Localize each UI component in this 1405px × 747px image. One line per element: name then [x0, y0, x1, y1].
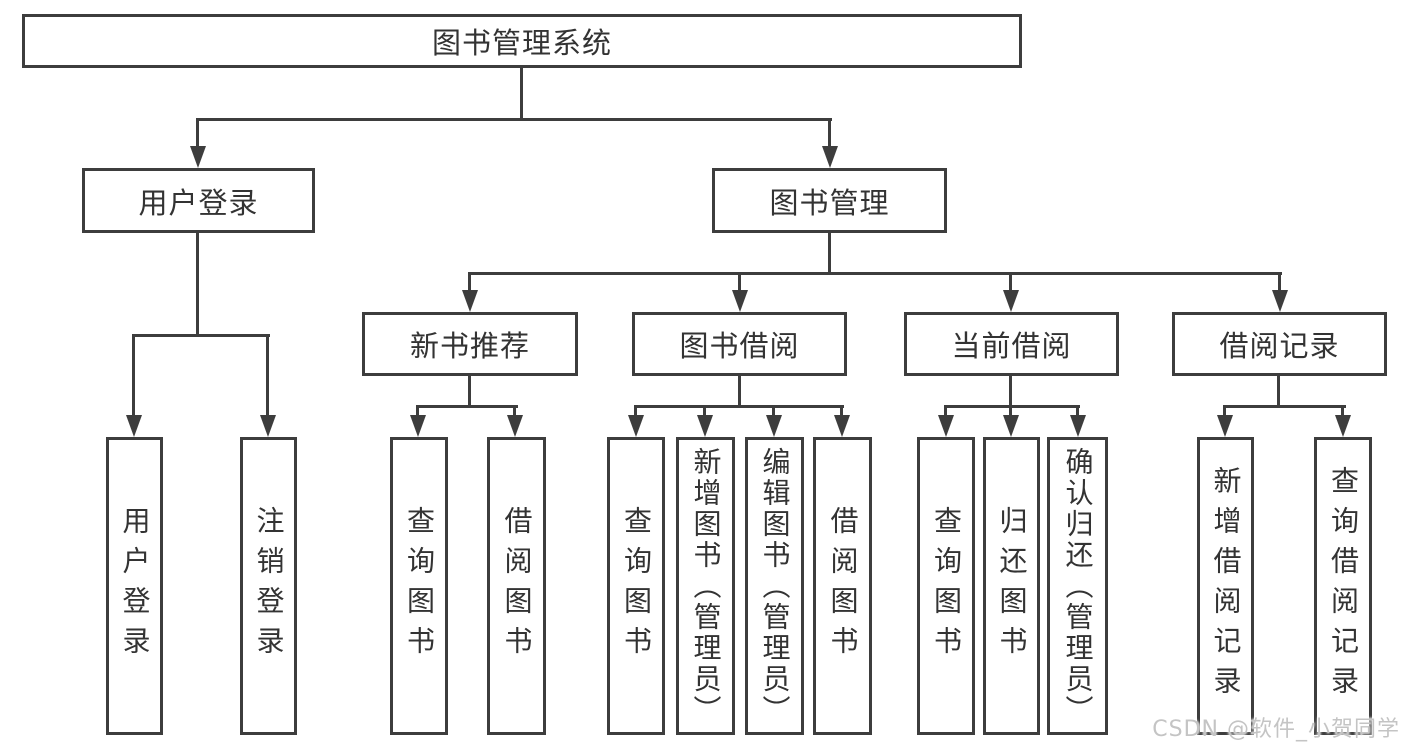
leaf-query-books-current: 查询图书 [917, 437, 975, 735]
node-root-label: 图书管理系统 [431, 26, 612, 60]
leaf-query-books-recommend: 查询图书 [390, 437, 448, 735]
leaf-query-borrow-record-label: 查询借阅记录 [1327, 466, 1360, 706]
connector-arrow [507, 405, 523, 437]
csdn-watermark: CSDN @软件_小贺同学 [1152, 717, 1400, 742]
leaf-edit-books-admin: 编辑图书（管理员） [745, 437, 804, 735]
connector-line [635, 405, 844, 408]
leaf-return-books-label: 归还图书 [995, 506, 1029, 666]
leaf-edit-books-admin-label: 编辑图书（管理员） [758, 446, 792, 726]
connector-arrow [766, 405, 782, 437]
connector-line [468, 375, 471, 408]
leaf-add-books-admin-label: 新增图书（管理员） [689, 446, 723, 726]
leaf-query-borrow-record: 查询借阅记录 [1314, 437, 1372, 735]
connector-arrow [190, 118, 206, 168]
node-book-management: 图书管理 [712, 168, 947, 233]
leaf-return-books: 归还图书 [983, 437, 1040, 735]
node-book-borrowing: 图书借阅 [632, 312, 847, 376]
leaf-add-books-admin: 新增图书（管理员） [676, 437, 735, 735]
connector-arrow [834, 405, 850, 437]
node-new-book-recommend: 新书推荐 [362, 312, 578, 376]
connector-arrow [1070, 405, 1086, 437]
connector-arrow [1217, 405, 1233, 437]
leaf-query-books-current-label: 查询图书 [930, 506, 963, 666]
connector-arrow [1003, 405, 1019, 437]
leaf-borrow-books: 借阅图书 [813, 437, 872, 735]
connector-arrow [628, 405, 644, 437]
leaf-borrow-books-recommend: 借阅图书 [487, 437, 546, 735]
node-borrowing-records-label: 借阅记录 [1219, 329, 1340, 363]
connector-arrow [938, 405, 954, 437]
connector-arrow [1335, 405, 1351, 437]
leaf-add-borrow-record-label: 新增借阅记录 [1209, 466, 1243, 706]
connector-line [828, 233, 831, 274]
leaf-logout-label: 注销登录 [252, 506, 286, 666]
connector-line [133, 334, 270, 337]
connector-line [197, 118, 832, 121]
node-book-management-label: 图书管理 [769, 185, 890, 220]
leaf-query-books-borrowing: 查询图书 [607, 437, 665, 735]
connector-arrow [462, 272, 478, 312]
connector-line [417, 405, 518, 408]
node-current-borrowing-label: 当前借阅 [951, 329, 1072, 363]
connector-line [1277, 375, 1280, 408]
node-current-borrowing: 当前借阅 [904, 312, 1119, 376]
node-book-borrowing-label: 图书借阅 [679, 329, 800, 363]
connector-arrow [126, 334, 142, 437]
connector-arrow [1003, 272, 1019, 312]
leaf-confirm-return-admin-label: 确认归还（管理员） [1061, 446, 1095, 726]
node-borrowing-records: 借阅记录 [1172, 312, 1387, 376]
connector-line [520, 68, 523, 120]
leaf-user-login: 用户登录 [106, 437, 163, 735]
connector-line [196, 233, 199, 336]
connector-line [738, 375, 741, 408]
node-user-login-label: 用户登录 [138, 185, 259, 220]
node-new-book-recommend-label: 新书推荐 [409, 329, 530, 363]
leaf-borrow-books-recommend-label: 借阅图书 [500, 506, 534, 666]
connector-line [469, 272, 1282, 275]
connector-arrow [697, 405, 713, 437]
connector-line [1009, 375, 1012, 408]
connector-arrow [822, 118, 838, 168]
leaf-user-login-label: 用户登录 [118, 506, 152, 666]
connector-arrow [1272, 272, 1288, 312]
leaf-query-books-recommend-label: 查询图书 [403, 506, 436, 666]
leaf-confirm-return-admin: 确认归还（管理员） [1047, 437, 1108, 735]
node-user-login: 用户登录 [82, 168, 315, 233]
leaf-query-books-borrowing-label: 查询图书 [620, 506, 653, 666]
connector-arrow [260, 334, 276, 437]
connector-arrow [732, 272, 748, 312]
leaf-logout: 注销登录 [240, 437, 297, 735]
node-root: 图书管理系统 [22, 14, 1022, 68]
leaf-add-borrow-record: 新增借阅记录 [1197, 437, 1254, 735]
leaf-borrow-books-label: 借阅图书 [826, 506, 860, 666]
connector-line [945, 405, 1080, 408]
connector-line [1224, 405, 1346, 408]
connector-arrow [410, 405, 426, 437]
